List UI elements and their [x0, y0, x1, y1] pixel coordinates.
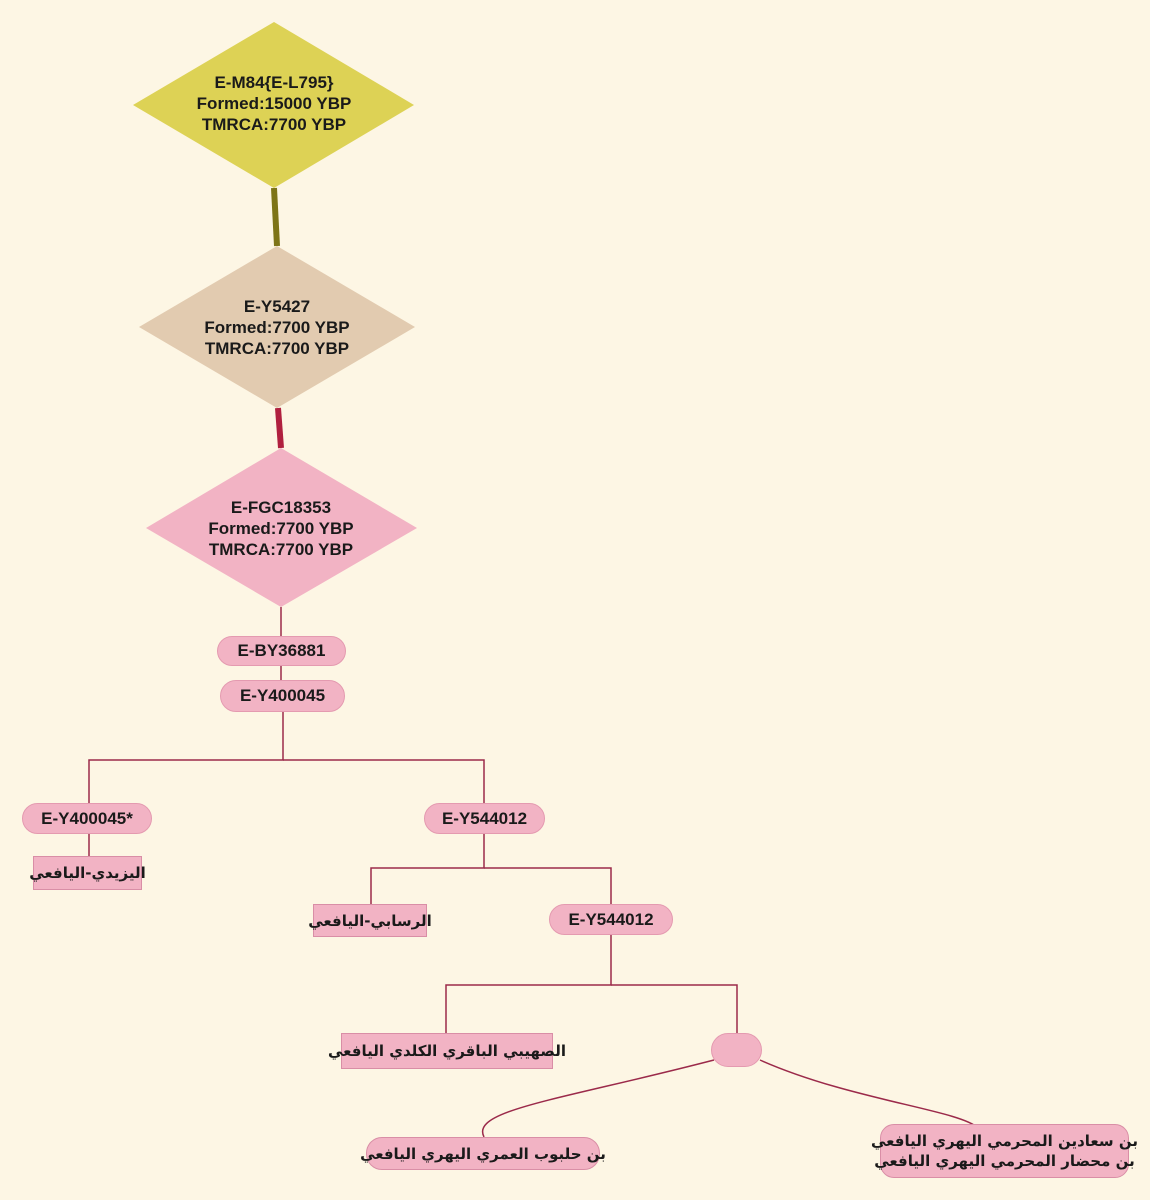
line-y544012a-branch: [370, 834, 485, 908]
diamond-fgc18353: [146, 448, 417, 607]
diamond-y5427-line1: E-Y5427: [243, 297, 311, 316]
line-y544012b-branch: [445, 935, 612, 1033]
diamond-y5427-label: E-Y5427 Formed:7700 YBP TMRCA:7700 YBP: [157, 296, 397, 359]
diamond-m84-line2: Formed:15000 YBP: [196, 94, 352, 113]
node-y544012-b[interactable]: E-Y544012: [549, 904, 673, 935]
diamond-m84: [133, 22, 414, 188]
family-rasabi[interactable]: الرسابي-اليافعي: [308, 904, 432, 937]
line-y544012b-branch-right: [611, 984, 738, 1033]
node-by36881[interactable]: E-BY36881: [217, 636, 346, 666]
diamond-y5427: [139, 246, 415, 408]
diamond-m84-line3: TMRCA:7700 YBP: [201, 115, 347, 134]
connector-m84-y5427: [271, 187, 280, 247]
connector-y5427-fgc18353: [275, 407, 284, 449]
family-mihdar: بن محضار المحرمي اليهري اليافعي: [874, 1152, 1135, 1170]
node-y544012-a[interactable]: E-Y544012: [424, 803, 545, 834]
node-y400045[interactable]: E-Y400045: [220, 680, 345, 712]
family-saadin: بن سعادين المحرمي اليهري اليافعي: [870, 1132, 1138, 1150]
family-halboob[interactable]: بن حلبوب العمري اليهري اليافعي: [360, 1137, 606, 1170]
diamond-y5427-line2: Formed:7700 YBP: [204, 318, 350, 337]
diamond-y5427-line3: TMRCA:7700 YBP: [204, 339, 350, 358]
diamond-m84-label: E-M84{E-L795} Formed:15000 YBP TMRCA:770…: [154, 72, 394, 135]
diamond-m84-line1: E-M84{E-L795}: [214, 73, 334, 92]
node-blank[interactable]: [711, 1033, 762, 1067]
diamond-fgc18353-label: E-FGC18353 Formed:7700 YBP TMRCA:7700 YB…: [161, 497, 401, 560]
family-saadin-mihdar[interactable]: بن سعادين المحرمي اليهري اليافعي بن محضا…: [871, 1124, 1138, 1178]
diamond-fgc18353-line1: E-FGC18353: [230, 498, 332, 517]
curve-blank-saadin: [759, 1059, 979, 1129]
diamond-fgc18353-line3: TMRCA:7700 YBP: [208, 540, 354, 559]
line-y400045-branch: [88, 712, 284, 803]
diamond-fgc18353-line2: Formed:7700 YBP: [208, 519, 354, 538]
family-yazidi[interactable]: اليزيدي-اليافعي: [29, 856, 146, 890]
node-y400045-star[interactable]: E-Y400045*: [22, 803, 152, 834]
family-suhaibi[interactable]: الصهيبي الباقري الكلدي اليافعي: [328, 1033, 566, 1069]
line-y400045-branch-right: [283, 759, 485, 803]
line-y544012a-branch-right: [484, 867, 612, 904]
curve-blank-halboob: [481, 1059, 715, 1138]
